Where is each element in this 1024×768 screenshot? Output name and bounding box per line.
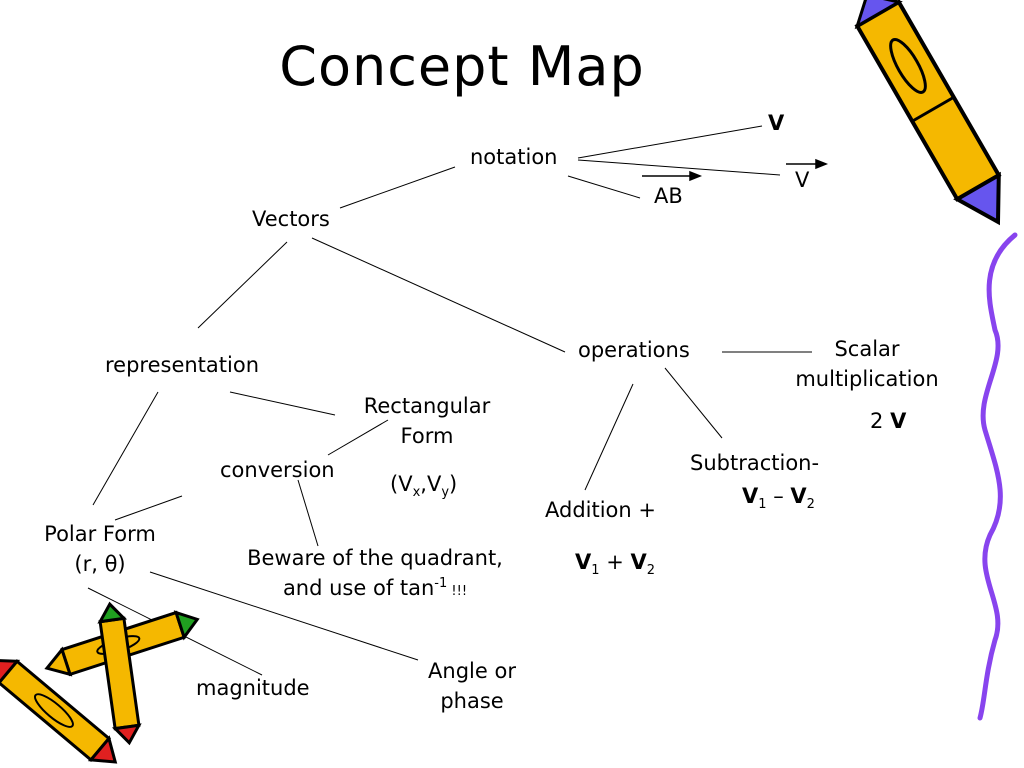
edge-vectors-representation (197, 241, 288, 329)
add-i2: 2 (646, 563, 656, 579)
edge-notation-v-arrow (577, 159, 781, 176)
sub-op: – (766, 484, 791, 508)
edge-notation-v-bold (577, 125, 763, 159)
beware-line1: Beware of the quadrant, (247, 546, 503, 570)
rect-line1: Rectangular (363, 394, 491, 418)
node-v-bold: V (768, 111, 785, 135)
add-v2: V (630, 550, 647, 574)
node-addition-example: V1 + V2 (575, 547, 655, 577)
node-polar-form: Polar Form (r, θ) (30, 519, 170, 579)
node-operations: operations (578, 338, 690, 362)
beware-line2-wrap: and use of tan-1 !!! (224, 573, 526, 607)
node-vectors: Vectors (252, 207, 330, 231)
edge-conversion-beware (297, 479, 319, 547)
node-rectangular-form: Rectangular Form (352, 391, 502, 451)
angle-line1: Angle or (428, 659, 516, 683)
beware-tail: !!! (447, 584, 468, 599)
node-v-arrow: V (795, 168, 810, 192)
edge-operations-addition (584, 383, 634, 491)
edge-polar-angle (149, 571, 419, 661)
node-notation: notation (470, 145, 558, 169)
edge-operations-subtraction (664, 367, 723, 439)
rect-comp-close: ) (449, 472, 458, 496)
add-op: + (599, 550, 631, 574)
sub-i2: 2 (806, 497, 815, 513)
node-beware: Beware of the quadrant, and use of tan-1… (224, 543, 526, 607)
angle-line2: phase (440, 689, 504, 713)
edge-rectangular-conversion (327, 419, 389, 456)
rect-comp-x: x (412, 485, 421, 501)
polar-line1: Polar Form (44, 522, 156, 546)
node-scalar-multiplication: Scalar multiplication (782, 334, 952, 394)
vector-arrow-v (786, 158, 829, 170)
add-v1: V (575, 550, 592, 574)
polar-line2: (r, θ) (74, 552, 126, 576)
beware-sup: -1 (434, 576, 448, 591)
add-i1: 1 (591, 563, 600, 579)
node-ab: AB (654, 184, 683, 208)
node-scalar-example: 2 V (870, 406, 906, 436)
node-conversion: conversion (220, 458, 335, 482)
rect-comp-open: (V (390, 472, 413, 496)
scalar-coeff: 2 (870, 409, 884, 433)
edge-vectors-notation (339, 166, 456, 209)
sub-i1: 1 (758, 497, 767, 513)
page-title: Concept Map (279, 35, 645, 98)
vector-arrow-ab (642, 170, 703, 182)
edge-notation-ab (567, 175, 641, 199)
edge-representation-rectangular (229, 391, 336, 416)
rect-comp-y: y (441, 485, 450, 501)
rect-comp-sep: ,V (420, 472, 442, 496)
scalar-line1: Scalar (834, 337, 900, 361)
node-representation: representation (105, 353, 260, 377)
scalar-var: V (890, 409, 907, 433)
rect-line2: Form (400, 424, 454, 448)
edge-vectors-operations (311, 237, 566, 353)
edge-conversion-polar (114, 495, 183, 521)
node-subtraction: Subtraction- (690, 451, 820, 475)
edge-representation-polar (92, 391, 159, 506)
node-angle-or-phase: Angle or phase (410, 656, 534, 716)
sub-v1: V (742, 484, 759, 508)
node-magnitude: magnitude (196, 676, 310, 700)
node-addition: Addition + (545, 498, 656, 522)
beware-line2: and use of tan (282, 576, 435, 600)
node-rect-components: (Vx,Vy) (390, 469, 457, 499)
scalar-line2: multiplication (795, 367, 939, 391)
node-subtraction-example: V1 – V2 (742, 481, 815, 511)
sub-v2: V (790, 484, 807, 508)
